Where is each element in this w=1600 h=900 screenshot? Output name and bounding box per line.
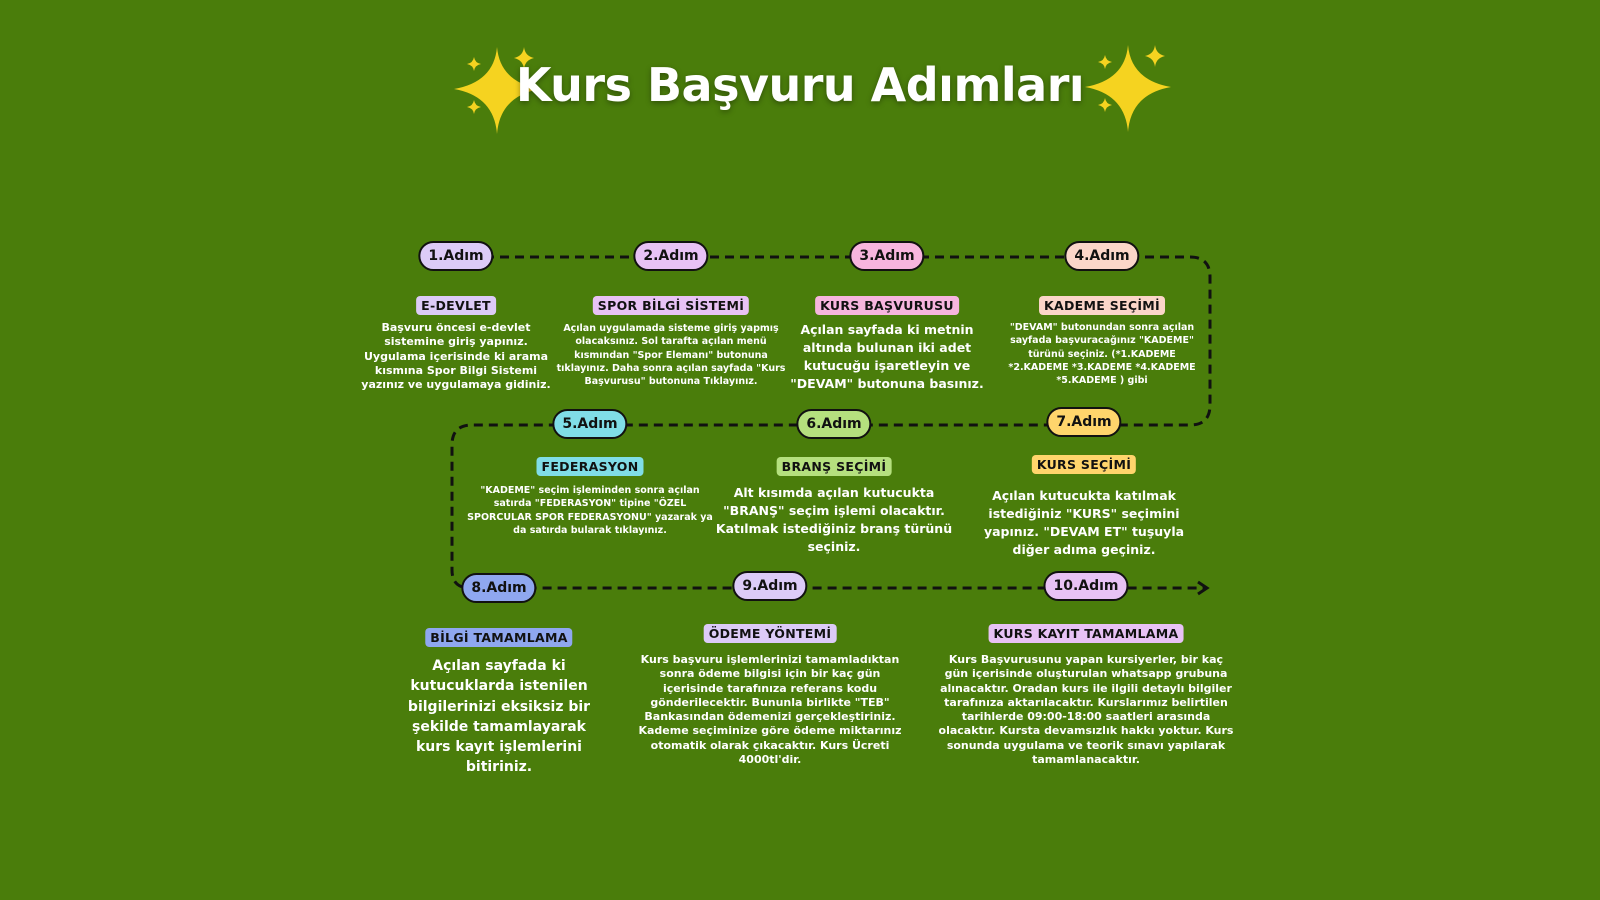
step-title: E-DEVLET	[416, 296, 496, 315]
step-title: KURS SEÇİMİ	[1031, 455, 1137, 474]
step-title: BRANŞ SEÇİMİ	[776, 457, 892, 476]
step-badge: 9.Adım	[732, 571, 808, 601]
step-description: Açılan uygulamada sisteme giriş yapmış o…	[556, 323, 786, 388]
page-title: Kurs Başvuru Adımları	[515, 58, 1085, 112]
step-badge: 8.Adım	[461, 573, 537, 603]
step-description: Açılan sayfada ki kutucuklarda istenilen…	[407, 658, 591, 776]
step-badge: 6.Adım	[796, 409, 872, 439]
step-description: Açılan kutucukta katılmak istediğiniz "K…	[983, 488, 1185, 558]
step-title: ÖDEME YÖNTEMİ	[703, 624, 837, 643]
step-description: Açılan sayfada ki metnin altında bulunan…	[790, 322, 984, 392]
step-title: KURS BAŞVURUSU	[815, 296, 959, 315]
sparkle-left-icon	[454, 47, 540, 134]
step-badge: 3.Adım	[849, 241, 925, 271]
step-title: KADEME SEÇİMİ	[1039, 296, 1165, 315]
step-badge: 7.Adım	[1046, 407, 1122, 437]
step-title: KURS KAYIT TAMAMLAMA	[988, 624, 1184, 643]
step-title: BİLGİ TAMAMLAMA	[425, 628, 573, 647]
arrow-head-icon	[1197, 580, 1210, 596]
step-badge: 2.Adım	[633, 241, 709, 271]
sparkle-right-icon	[1085, 45, 1171, 132]
step-title: SPOR BİLGİ SİSTEMİ	[592, 296, 750, 315]
step-description: Kurs başvuru işlemlerinizi tamamladıktan…	[638, 653, 902, 767]
step-title: FEDERASYON	[536, 457, 644, 476]
step-description: "DEVAM" butonundan sonra açılan sayfada …	[1008, 322, 1196, 387]
step-description: Kurs Başvurusunu yapan kursiyerler, bir …	[938, 653, 1234, 767]
step-badge: 5.Adım	[552, 409, 628, 439]
step-badge: 10.Adım	[1043, 571, 1129, 601]
step-description: Başvuru öncesi e-devlet sistemine giriş …	[361, 321, 551, 392]
step-description: "KADEME" seçim işleminden sonra açılan s…	[467, 485, 713, 536]
step-description: Alt kısımda açılan kutucukta "BRANŞ" seç…	[715, 485, 953, 555]
step-badge: 1.Adım	[418, 241, 494, 271]
step-badge: 4.Adım	[1064, 241, 1140, 271]
